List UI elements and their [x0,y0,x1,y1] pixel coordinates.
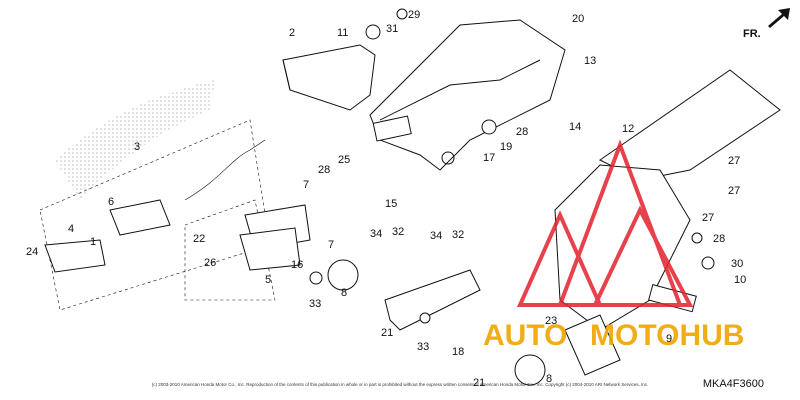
tail-light-housing [282,44,376,111]
tail-light-wire [184,139,266,201]
callout-2: 2 [289,27,295,39]
callout-1: 1 [90,236,96,248]
grommet-11 [365,24,381,40]
callout-27: 27 [728,155,740,167]
callout-6: 6 [108,196,114,208]
front-direction-label: FR. [743,28,761,40]
callout-9: 9 [666,333,672,345]
nut-30 [701,256,715,270]
license-bracket [384,269,481,331]
callout-28: 28 [318,164,330,176]
diagram-code: MKA4F3600 [702,378,764,390]
callout-3: 3 [134,141,140,153]
license-light-parts [44,199,311,273]
callout-15: 15 [385,198,397,210]
callout-12: 12 [622,123,634,135]
assembly-box-right [184,199,276,301]
callout-7: 7 [328,239,334,251]
copyright-notice: (c) 2003-2010 American Honda Motor Co., … [151,382,649,387]
callout-17: 17 [483,152,495,164]
collar-17 [481,119,497,135]
callout-24: 24 [26,246,38,258]
callout-16: 16 [291,259,303,271]
callout-8: 8 [341,287,347,299]
callout-34: 34 [430,230,442,242]
callout-10: 10 [734,274,746,286]
callout-32: 32 [452,229,464,241]
watermark-logo [516,139,694,307]
callout-27: 27 [728,185,740,197]
callout-21: 21 [381,327,393,339]
callout-11: 11 [337,27,348,39]
washer-33b [419,312,431,324]
callout-5: 5 [265,274,271,286]
callout-18: 18 [452,346,464,358]
callout-20: 20 [572,13,584,25]
callout-32: 32 [392,226,404,238]
callout-8: 8 [546,373,552,385]
callout-14: 14 [569,121,581,133]
callout-29: 29 [408,9,420,21]
seal-ring [514,354,546,386]
callout-34: 34 [370,228,382,240]
callout-33: 33 [417,341,429,353]
fender-shading [55,80,215,200]
callout-30: 30 [731,258,743,270]
callout-26: 26 [204,257,216,269]
nut-28 [691,232,703,244]
callout-27: 27 [702,212,714,224]
callout-21: 21 [473,377,485,389]
watermark-text-left: AUTO [483,319,567,352]
grommet-8 [327,259,359,291]
callout-13: 13 [584,55,596,67]
callout-23: 23 [545,315,557,327]
callout-28: 28 [516,126,528,138]
callout-22: 22 [193,233,205,245]
callout-19: 19 [500,141,512,153]
callout-33: 33 [309,298,321,310]
callout-31: 31 [386,23,398,35]
washer-29 [396,8,408,20]
washer-33 [309,271,323,285]
callout-28: 28 [713,233,725,245]
rear-cowl [369,19,566,171]
watermark-text-right: MOTOHUB [590,319,744,352]
callout-4: 4 [68,223,74,235]
callout-25: 25 [338,154,350,166]
front-arrow-icon [768,8,790,28]
callout-7: 7 [303,179,309,191]
